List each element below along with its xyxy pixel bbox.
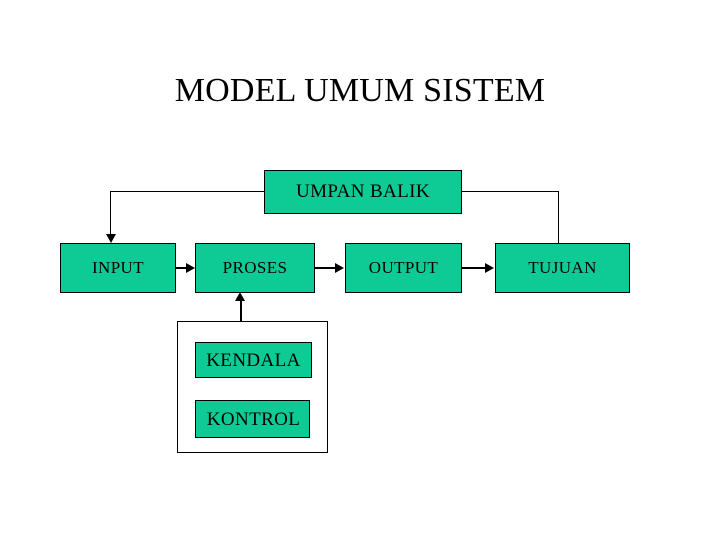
node-umpan-balik-label: UMPAN BALIK [295,181,431,202]
page-title: MODEL UMUM SISTEM [174,72,546,109]
node-proses-label: PROSES [222,258,288,277]
connector-goal-to-feedback-horizontal [461,191,559,192]
connector-output-to-tujuan [462,267,486,269]
node-output-label: OUTPUT [368,258,439,277]
node-tujuan[interactable]: TUJUAN [495,243,630,293]
arrowhead-input-to-proses [186,263,195,273]
node-proses[interactable]: PROSES [195,243,315,293]
connector-feedback-to-input-horizontal [110,191,265,192]
connector-goal-to-feedback-vertical [558,191,559,244]
arrowhead-feedback-to-input [106,234,116,243]
arrowhead-controls-to-proses [235,292,245,301]
node-kendala-label: KENDALA [206,350,301,371]
connector-input-to-proses [176,267,187,269]
connector-proses-to-output [315,267,336,269]
node-input[interactable]: INPUT [60,243,176,293]
node-kendala[interactable] [195,342,312,378]
node-umpan-balik[interactable]: UMPAN BALIK [264,170,462,214]
connector-controls-to-proses [240,300,242,322]
node-input-label: INPUT [91,258,145,277]
connector-feedback-to-input-vertical [110,191,111,237]
arrowhead-output-to-tujuan [485,263,494,273]
node-kontrol[interactable] [195,400,310,438]
arrowhead-proses-to-output [335,263,344,273]
node-output[interactable]: OUTPUT [345,243,462,293]
node-tujuan-label: TUJUAN [528,258,597,277]
node-kontrol-label: KONTROL [206,409,301,430]
